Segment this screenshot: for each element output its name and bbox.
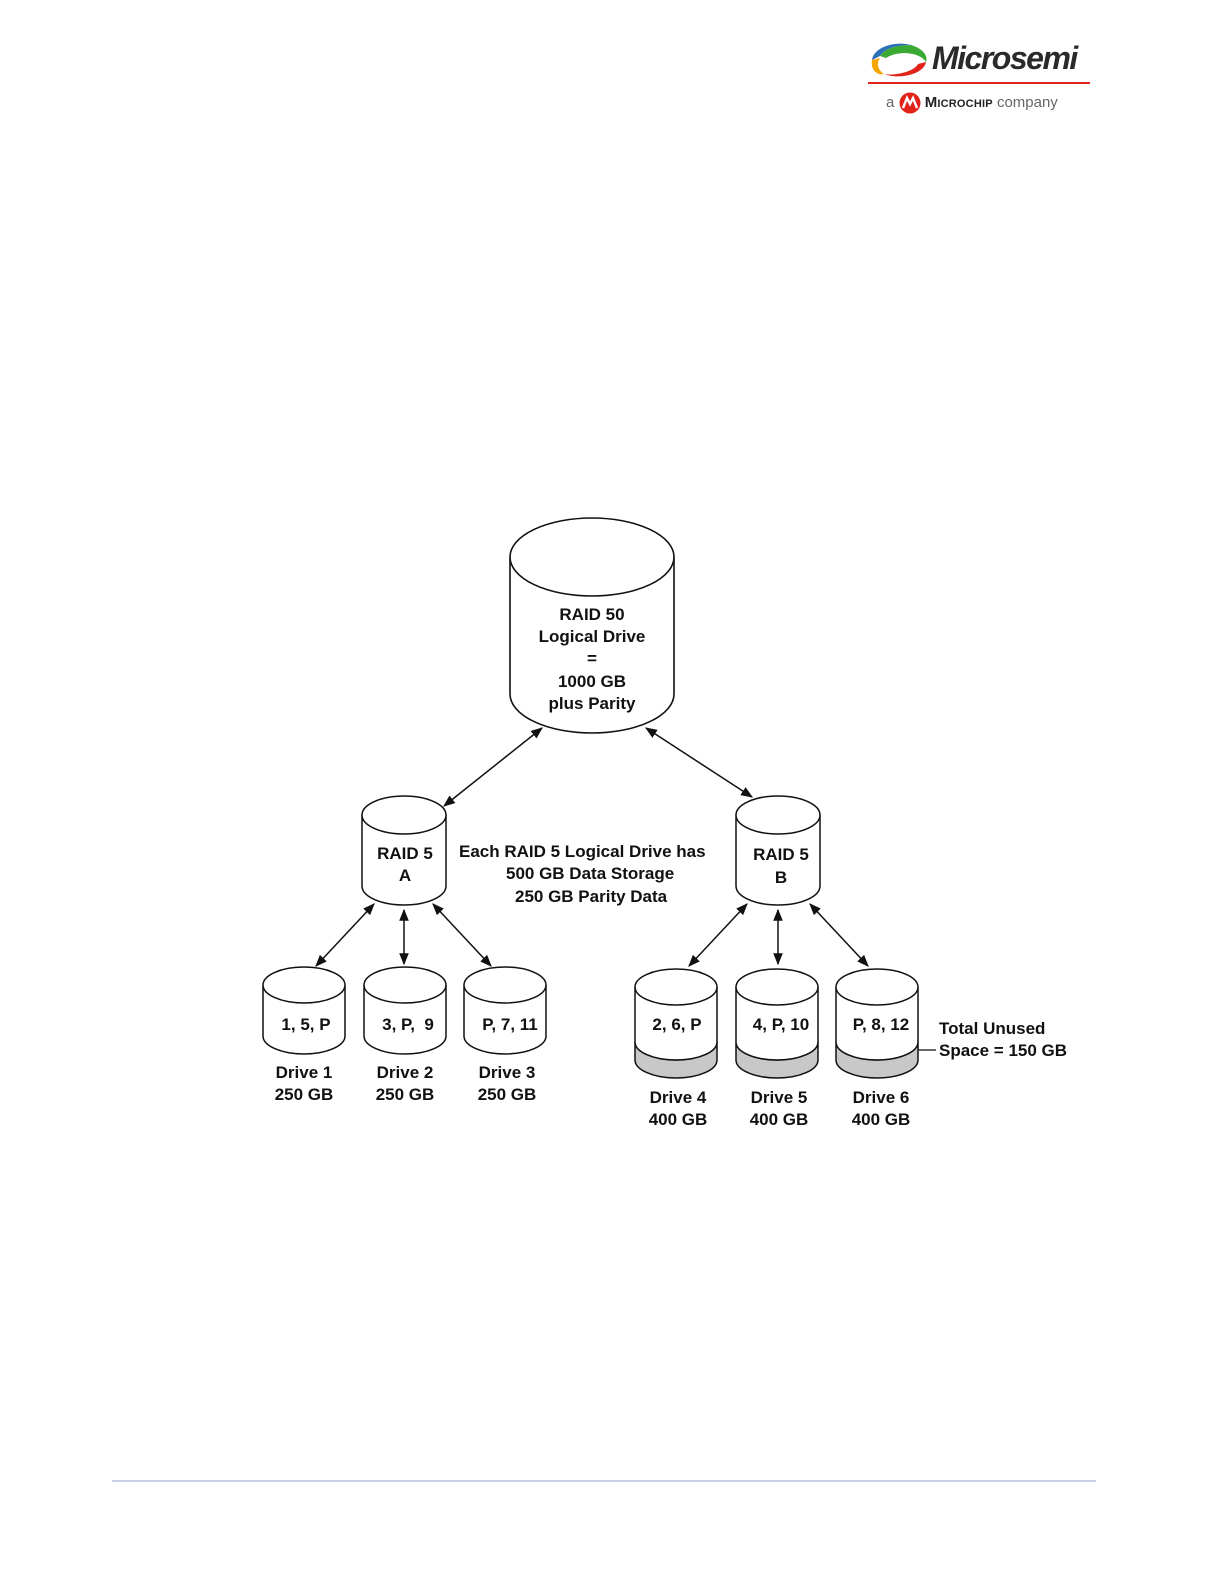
raid50-label-4: 1000 GB: [558, 672, 626, 691]
note-line-1: Each RAID 5 Logical Drive has: [459, 842, 706, 861]
arrow-raid5b-drive4: [688, 903, 748, 967]
drive-1-size: 250 GB: [275, 1085, 334, 1104]
raid5b-label-1: RAID 5: [753, 845, 809, 864]
drive-1: 1, 5, P Drive 1 250 GB: [262, 966, 346, 1104]
raid5a-logical-drive: RAID 5 A: [361, 795, 447, 906]
drive-5: 4, P, 10 Drive 5 400 GB: [735, 968, 819, 1129]
logo-tag-prefix: a: [886, 93, 895, 111]
drive-5-size: 400 GB: [750, 1110, 809, 1129]
drive-2: 3, P, 9 Drive 2 250 GB: [363, 966, 447, 1104]
arrow-raid50-raid5a: [443, 727, 543, 807]
drive-3-name: Drive 3: [479, 1063, 536, 1082]
arrow-raid5a-drive1: [315, 903, 375, 967]
arrow-raid50-raid5b: [644, 727, 754, 798]
microchip-logo-icon: [899, 92, 921, 114]
drive-5-name: Drive 5: [751, 1088, 808, 1107]
drive-2-name: Drive 2: [377, 1063, 434, 1082]
arrow-raid5a-drive3: [432, 903, 492, 967]
logo-tag-suffix: company: [996, 93, 1058, 111]
raid50-logical-drive: RAID 50 Logical Drive = 1000 GB plus Par…: [509, 517, 675, 734]
drive-3-size: 250 GB: [478, 1085, 537, 1104]
drive-6-size: 400 GB: [852, 1110, 911, 1129]
logo-tagline: a Microchip company: [886, 92, 1058, 114]
raid5a-label-1: RAID 5: [377, 844, 433, 863]
drive-6-name: Drive 6: [853, 1088, 910, 1107]
drive-1-name: Drive 1: [276, 1063, 333, 1082]
raid50-label-3: =: [587, 649, 597, 668]
raid50-label-5: plus Parity: [549, 694, 636, 713]
drive-5-blocks: 4, P, 10: [753, 1015, 809, 1034]
footer-rule: [112, 1480, 1096, 1482]
drive-4-name: Drive 4: [650, 1088, 707, 1107]
logo-wordmark: Microsemi: [932, 40, 1078, 76]
raid50-label-1: RAID 50: [559, 605, 624, 624]
raid5a-label-2: A: [399, 866, 411, 885]
drive-6: P, 8, 12 Drive 6 400 GB: [835, 968, 919, 1129]
unused-line-2: Space = 150 GB: [939, 1041, 1067, 1060]
drive-2-blocks: 3, P, 9: [382, 1015, 434, 1034]
drive-6-blocks: P, 8, 12: [853, 1015, 909, 1034]
raid5b-logical-drive: RAID 5 B: [735, 795, 821, 906]
drive-3: P, 7, 11 Drive 3 250 GB: [463, 966, 547, 1104]
drive-4-blocks: 2, 6, P: [652, 1015, 701, 1034]
arrow-raid5b-drive6: [809, 903, 869, 967]
drive-4: 2, 6, P Drive 4 400 GB: [634, 968, 718, 1129]
note-line-3: 250 GB Parity Data: [515, 887, 668, 906]
raid5-note: Each RAID 5 Logical Drive has 500 GB Dat…: [459, 842, 706, 906]
note-line-2: 500 GB Data Storage: [506, 864, 674, 883]
raid5b-label-2: B: [775, 868, 787, 887]
raid50-label-2: Logical Drive: [539, 627, 646, 646]
microsemi-swirl-icon: [871, 43, 927, 77]
logo-tag-brand: Microchip: [924, 93, 993, 111]
drive-1-blocks: 1, 5, P: [281, 1015, 330, 1034]
logo-red-rule: [868, 82, 1090, 84]
drive-2-size: 250 GB: [376, 1085, 435, 1104]
microsemi-logo: Microsemi a Microchip company: [864, 36, 1096, 120]
connector-arrows: [315, 727, 869, 967]
drive-4-size: 400 GB: [649, 1110, 708, 1129]
unused-line-1: Total Unused: [939, 1019, 1045, 1038]
unused-space-callout: Total Unused Space = 150 GB: [918, 1019, 1067, 1060]
drive-3-blocks: P, 7, 11: [482, 1015, 537, 1034]
